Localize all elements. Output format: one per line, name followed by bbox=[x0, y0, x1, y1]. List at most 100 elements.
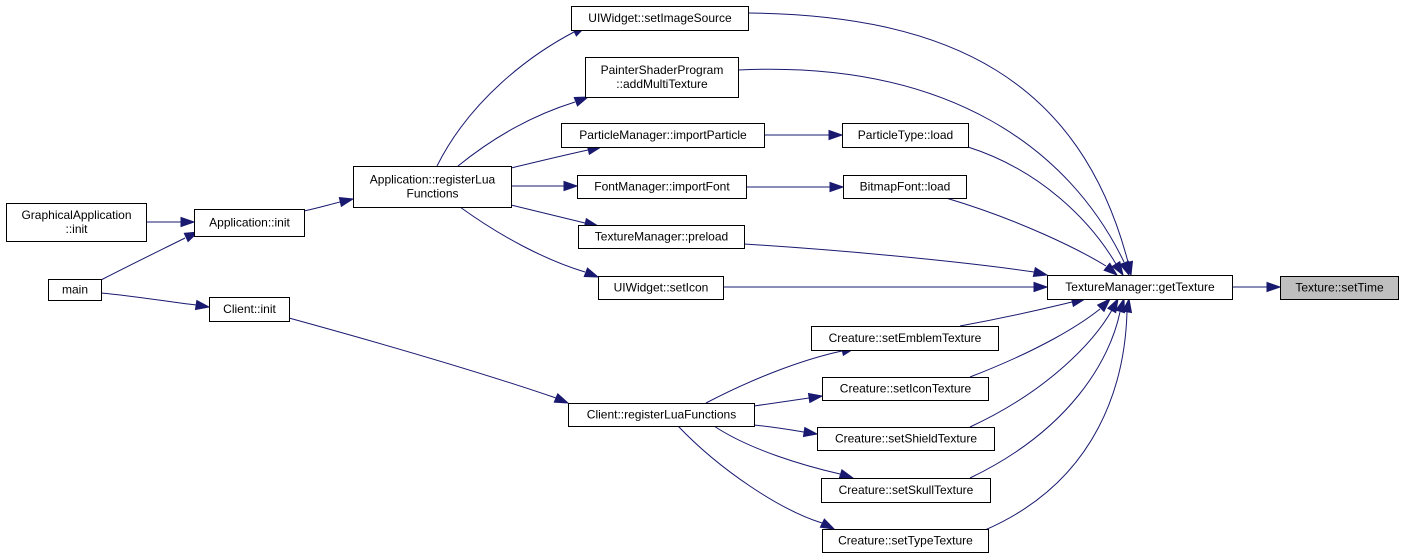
node-box[interactable] bbox=[571, 6, 749, 31]
node-box[interactable] bbox=[1280, 276, 1399, 300]
edge-client-register-to-icon-line bbox=[753, 397, 810, 407]
edge-client-register-to-type-line bbox=[677, 425, 823, 524]
edge-preload-to-get-texture bbox=[743, 243, 1049, 278]
node-label: Texture::setTime bbox=[1295, 281, 1384, 295]
node-box[interactable] bbox=[817, 427, 995, 451]
edge-graphical-to-application-init bbox=[146, 216, 196, 228]
edge-set-image-source-to-get-texture-line bbox=[747, 12, 1129, 263]
node-creature-shield[interactable]: Creature::setShieldTexture bbox=[817, 427, 995, 451]
edge-shield-to-get-texture bbox=[969, 297, 1119, 428]
node-creature-emblem[interactable]: Creature::setEmblemTexture bbox=[811, 326, 999, 351]
node-font-import[interactable]: FontManager::importFont bbox=[577, 175, 747, 199]
edge-shield-to-get-texture-line bbox=[969, 309, 1113, 428]
node-box[interactable] bbox=[821, 478, 991, 503]
node-box[interactable] bbox=[843, 175, 967, 199]
node-box[interactable] bbox=[568, 403, 755, 427]
node-box[interactable] bbox=[842, 123, 969, 148]
node-creature-icon[interactable]: Creature::setIconTexture bbox=[822, 377, 989, 401]
edge-shield-to-get-texture-arrowhead bbox=[1106, 297, 1119, 314]
node-particle-import[interactable]: ParticleManager::importParticle bbox=[561, 123, 765, 148]
edge-register-to-add-multi-texture-line bbox=[457, 101, 576, 167]
edge-client-register-to-skull-line bbox=[713, 425, 841, 475]
edge-particle-load-to-get-texture bbox=[967, 146, 1124, 277]
edge-client-register-to-icon-arrowhead bbox=[807, 392, 824, 404]
edge-client-register-to-type bbox=[677, 425, 836, 530]
node-box[interactable] bbox=[598, 276, 724, 300]
node-box[interactable] bbox=[577, 175, 747, 199]
node-label: ::addMultiTexture bbox=[616, 77, 708, 91]
node-box[interactable] bbox=[209, 297, 290, 322]
node-texture-preload[interactable]: TextureManager::preload bbox=[578, 225, 745, 249]
edge-client-init-to-client-register-line bbox=[288, 317, 557, 399]
node-box[interactable] bbox=[585, 57, 739, 98]
node-label: Client::init bbox=[223, 302, 276, 316]
edge-register-to-preload bbox=[510, 204, 600, 229]
node-label: BitmapFont::load bbox=[860, 180, 951, 194]
edge-skull-to-get-texture-arrowhead bbox=[1115, 297, 1126, 314]
node-box[interactable] bbox=[561, 123, 765, 148]
node-application-init[interactable]: Application::init bbox=[194, 209, 305, 237]
node-label: Creature::setEmblemTexture bbox=[829, 331, 982, 345]
node-box[interactable] bbox=[578, 225, 745, 249]
node-label: PainterShaderProgram bbox=[601, 63, 724, 77]
edge-import-font-to-bitmap-load bbox=[746, 181, 845, 193]
edge-client-init-to-client-register bbox=[288, 317, 570, 404]
edge-application-init-to-register-lua-arrowhead bbox=[338, 196, 355, 208]
node-label: FontManager::importFont bbox=[594, 180, 730, 194]
edge-get-texture-to-set-time-arrowhead bbox=[1266, 281, 1282, 293]
node-label: Application::registerLua bbox=[370, 173, 496, 187]
edge-client-register-to-skull-arrowhead bbox=[838, 469, 855, 480]
node-label: Creature::setTypeTexture bbox=[838, 534, 973, 548]
edge-emblem-to-get-texture bbox=[959, 296, 1087, 327]
node-particle-type-load[interactable]: ParticleType::load bbox=[842, 123, 969, 148]
call-edges bbox=[100, 12, 1282, 531]
node-uiwidget-set-icon[interactable]: UIWidget::setIcon bbox=[598, 276, 724, 300]
edge-main-to-client-init-line bbox=[100, 292, 197, 306]
node-graphical-app-init[interactable]: GraphicalApplication::init bbox=[6, 203, 147, 242]
edge-bitmap-load-to-get-texture bbox=[945, 197, 1119, 276]
edge-graphical-to-application-init-arrowhead bbox=[180, 216, 196, 228]
edge-add-multi-texture-to-get-texture-line bbox=[737, 68, 1125, 263]
edge-client-register-to-shield-arrowhead bbox=[802, 426, 819, 438]
node-client-init[interactable]: Client::init bbox=[209, 297, 290, 322]
edge-main-to-client-init-arrowhead bbox=[194, 299, 211, 311]
edge-client-register-to-shield bbox=[753, 424, 819, 438]
edge-register-to-import-font bbox=[511, 180, 579, 192]
edge-register-to-set-icon bbox=[459, 206, 600, 278]
node-label: ParticleType::load bbox=[858, 128, 953, 142]
edge-register-to-import-font-arrowhead bbox=[563, 180, 579, 192]
edge-import-particle-to-particle-load-arrowhead bbox=[828, 129, 844, 141]
edge-particle-load-to-get-texture-arrowhead bbox=[1111, 260, 1124, 277]
node-box[interactable] bbox=[822, 529, 989, 553]
node-label: Creature::setShieldTexture bbox=[835, 432, 977, 446]
edge-set-icon-to-get-texture-arrowhead bbox=[1033, 281, 1049, 293]
node-label: GraphicalApplication bbox=[21, 208, 131, 222]
node-creature-skull[interactable]: Creature::setSkullTexture bbox=[821, 478, 991, 503]
node-box[interactable] bbox=[6, 203, 147, 242]
node-box[interactable] bbox=[1047, 275, 1233, 300]
edge-skull-to-get-texture bbox=[969, 297, 1126, 479]
node-creature-type[interactable]: Creature::setTypeTexture bbox=[822, 529, 989, 553]
node-bitmap-font-load[interactable]: BitmapFont::load bbox=[843, 175, 967, 199]
node-box[interactable] bbox=[822, 377, 989, 401]
node-client-register-lua[interactable]: Client::registerLuaFunctions bbox=[568, 403, 755, 427]
node-main[interactable]: main bbox=[48, 279, 102, 301]
node-box[interactable] bbox=[48, 279, 102, 301]
edge-icon-to-get-texture-arrowhead bbox=[1096, 297, 1112, 313]
edge-type-to-get-texture bbox=[984, 297, 1133, 531]
node-painter-add-multi-texture[interactable]: PainterShaderProgram::addMultiTexture bbox=[585, 57, 739, 98]
edge-particle-load-to-get-texture-line bbox=[967, 146, 1117, 265]
node-box[interactable] bbox=[353, 166, 512, 208]
node-label: Creature::setIconTexture bbox=[840, 382, 972, 396]
node-texture-set-time[interactable]: Texture::setTime bbox=[1280, 276, 1399, 300]
node-label: main bbox=[62, 283, 88, 297]
node-uiwidget-set-image-source[interactable]: UIWidget::setImageSource bbox=[571, 6, 749, 31]
node-box[interactable] bbox=[194, 209, 305, 237]
node-texture-get[interactable]: TextureManager::getTexture bbox=[1047, 275, 1233, 300]
edge-register-to-add-multi-texture bbox=[457, 96, 590, 167]
node-box[interactable] bbox=[811, 326, 999, 351]
edge-preload-to-get-texture-arrowhead bbox=[1032, 266, 1049, 278]
edge-client-register-to-skull bbox=[713, 425, 855, 480]
node-app-register-lua[interactable]: Application::registerLuaFunctions bbox=[353, 166, 512, 208]
